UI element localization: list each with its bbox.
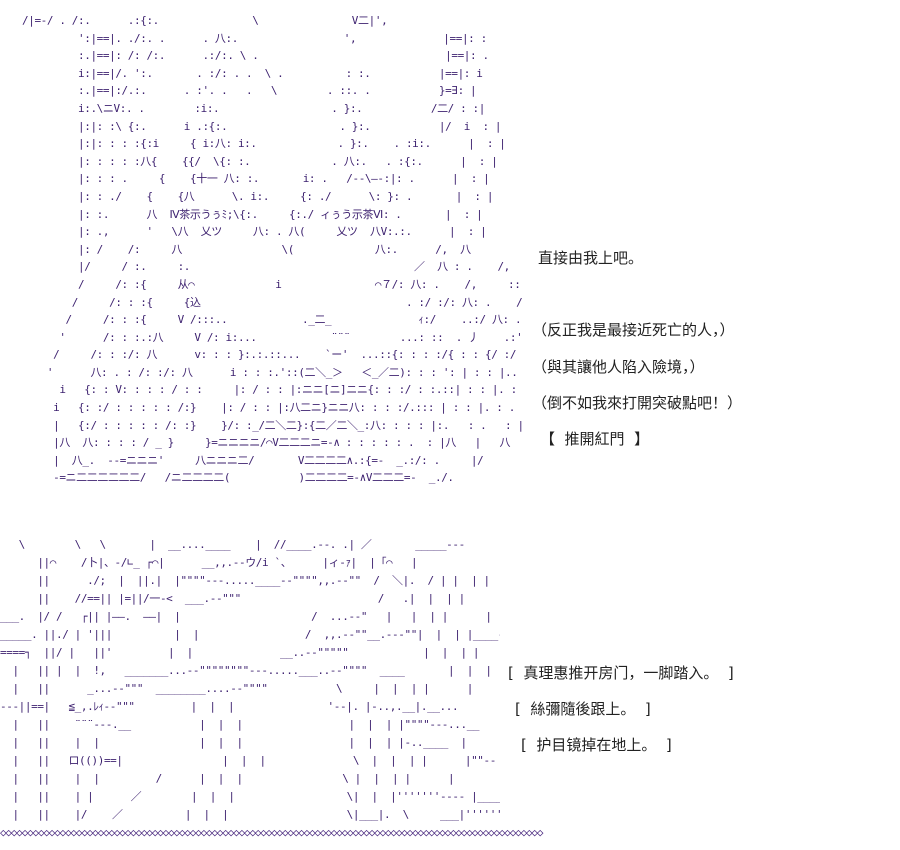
dialogue-line-1: 直接由我上吧。: [538, 249, 644, 267]
dialogue-line-3: （與其讓他人陷入險境，）: [532, 358, 705, 376]
dialogue-line-2: （反正我是最接近死亡的人，）: [532, 321, 735, 339]
dialogue-line-4: （倒不如我來打開突破點吧！）: [532, 394, 743, 412]
narration-line-1: [ 真理惠推开房门，一脚踏入。 ]: [508, 664, 734, 682]
action-line: 【 推開紅門 】: [540, 430, 650, 448]
diamond-border: ◇◇◇◇◇◇◇◇◇◇◇◇◇◇◇◇◇◇◇◇◇◇◇◇◇◇◇◇◇◇◇◇◇◇◇◇◇◇◇◇…: [0, 826, 543, 839]
narration-line-2: [ 絲彌隨後跟上。 ]: [515, 700, 651, 718]
ascii-art-character-scene: /|=-/ . /:. .:{:. \ V二|', ':|==|. ./:. .…: [22, 14, 522, 485]
narration-line-3: [ 护目镜掉在地上。 ]: [521, 736, 672, 754]
ascii-art-room-scene: \ \ \ | __....____ | //____.--. .| ／ ___…: [0, 538, 500, 821]
